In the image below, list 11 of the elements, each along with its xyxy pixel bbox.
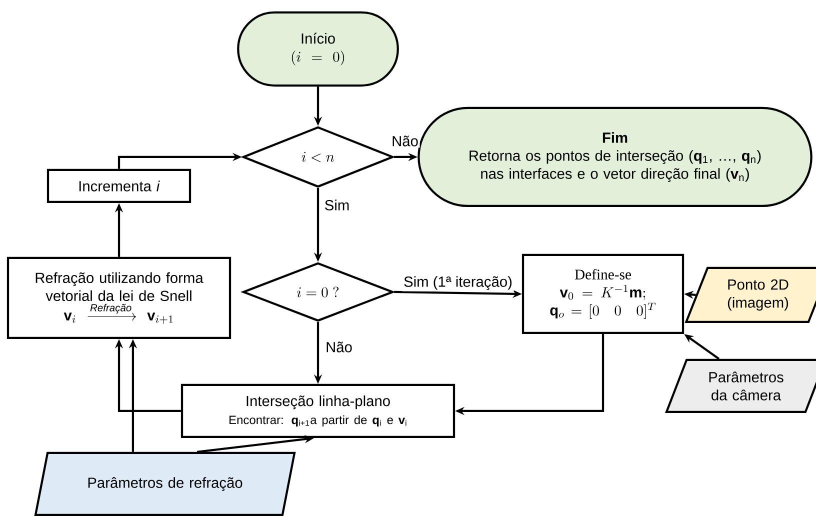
data-parallelogram: Parâmetros de refração — [34, 452, 296, 516]
process-box: Interseção linha-plano Encontrar: q$_{i+1}$a partir de q$_{i}$ e v$_{i}$ — [180, 384, 456, 438]
process-box: Define-se $\mathbf{v}_0 = K^{-1}\mathbf{m};$ $\mathbf{q}_o = [0\quad 0\quad 0]^T$ — [522, 254, 684, 334]
terminator-box: Início $(i = 0)$ — [237, 11, 399, 87]
edge-label: Não — [392, 136, 418, 146]
edge-label: Sim — [325, 200, 349, 210]
edge-label: Não — [326, 342, 352, 352]
terminator-box: Fim Retorna os pontos de interseção (q$_{1}$, …, q$_{n}$) nas interfaces e o vetor direção final (v$_{n}$) — [418, 106, 812, 208]
process-box: Incrementa i — [46, 168, 192, 204]
edge-label: Sim (1ª iteração) — [404, 276, 512, 290]
process-box: Refração utilizando forma vetorial da lei de Snell $\mathbf{v}_i \xrightarrow{\textit{Refração}} \mathbf{v}_{i+1}$ — [6, 256, 232, 340]
